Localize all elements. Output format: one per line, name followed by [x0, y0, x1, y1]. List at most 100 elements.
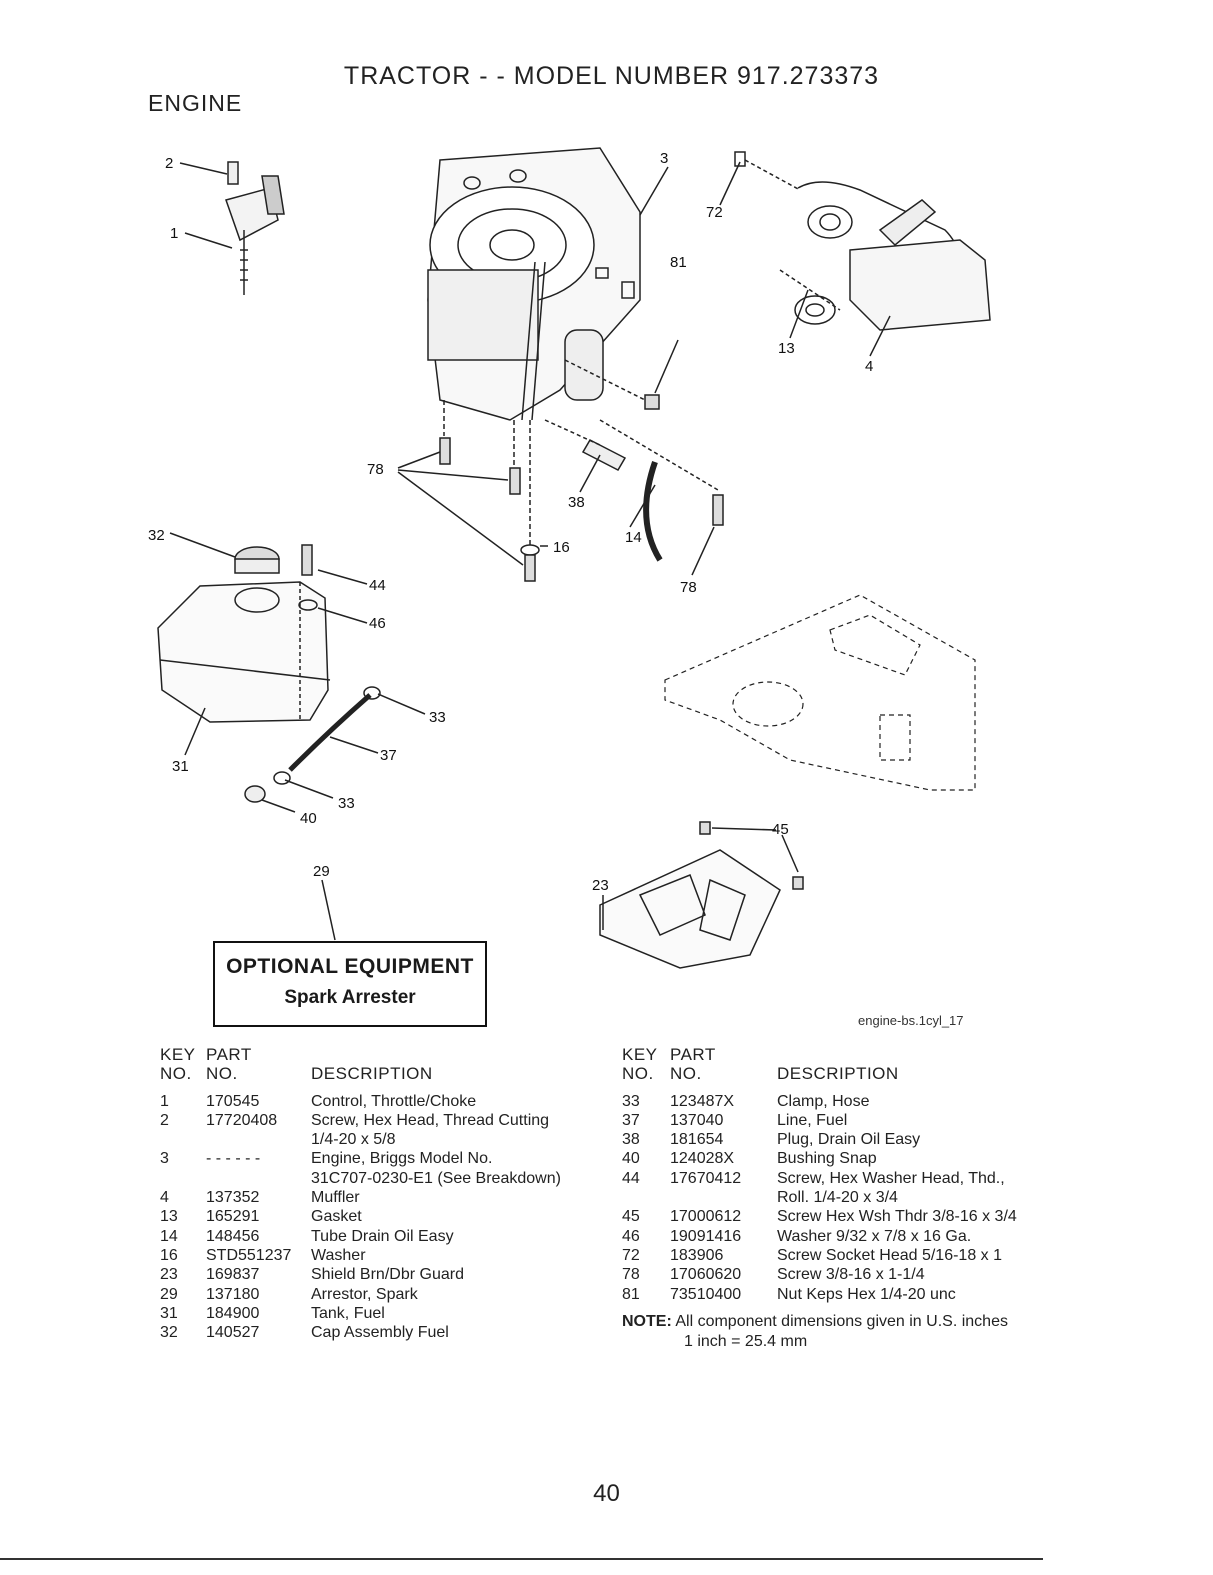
leader-1	[184, 232, 233, 249]
cell-part: 148456	[206, 1227, 260, 1245]
note-line-2: 1 inch = 25.4 mm	[684, 1333, 808, 1350]
leader-46	[317, 607, 368, 624]
leader-45a	[711, 827, 777, 831]
cell-desc: Nut Keps Hex 1/4-20 unc	[777, 1285, 956, 1303]
callout-29: 29	[313, 863, 330, 880]
cell-key: 38	[622, 1131, 640, 1149]
cell-desc: Screw, Hex Head, Thread Cutting	[311, 1111, 550, 1129]
leader-31	[184, 707, 206, 756]
cell-key: 13	[160, 1208, 178, 1226]
cell-key: 40	[622, 1150, 640, 1168]
cell-desc: 1/4-20 x 5/8	[311, 1131, 396, 1149]
leader-33a	[377, 693, 426, 715]
cell-desc: Bushing Snap	[777, 1150, 877, 1168]
leader-4	[869, 315, 891, 357]
leader-45b	[781, 834, 799, 873]
leader-2	[179, 162, 228, 175]
section-title: ENGINE	[148, 90, 243, 116]
leader-72	[719, 161, 741, 206]
cell-key: 72	[622, 1246, 640, 1264]
header-part-1: PART	[206, 1045, 252, 1064]
cell-desc: Tank, Fuel	[311, 1304, 385, 1322]
callout-40: 40	[300, 810, 317, 827]
cell-desc: Muffler	[311, 1189, 360, 1207]
callout-14: 14	[625, 529, 642, 546]
throttle-control-drawing	[225, 161, 285, 295]
cell-part	[206, 1130, 311, 1149]
cell-desc: Shield Brn/Dbr Guard	[311, 1266, 464, 1284]
header-key-2: NO.	[622, 1064, 654, 1084]
cell-desc: Screw Socket Head 5/16-18 x 1	[777, 1246, 1003, 1264]
fasteners-drawing	[439, 394, 724, 582]
cell-desc: Roll. 1/4-20 x 3/4	[777, 1189, 898, 1207]
leader-78d	[691, 526, 715, 576]
header-key-1: KEY	[622, 1045, 658, 1064]
cell-part: - - - - - -	[206, 1150, 261, 1168]
leader-44	[317, 569, 368, 585]
callout-78-left: 78	[367, 461, 384, 478]
table-row: 31C707-0230-E1 (See Breakdown)	[160, 1169, 561, 1188]
callout-3: 3	[660, 150, 668, 167]
cell-part	[206, 1169, 311, 1188]
leader-33b	[284, 779, 334, 799]
header-description: DESCRIPTION	[311, 1064, 433, 1084]
header-part-1: PART	[670, 1045, 716, 1064]
header-key-1: KEY	[160, 1045, 196, 1064]
leader-29	[321, 879, 336, 941]
cell-key: 29	[160, 1285, 178, 1303]
cell-part: 137180	[206, 1285, 260, 1303]
cell-part: 165291	[206, 1208, 260, 1226]
fuel-line-drawing	[244, 686, 381, 803]
muffler-drawing	[734, 151, 991, 331]
fuel-tank-drawing	[157, 544, 331, 723]
cell-part: 73510400	[670, 1285, 742, 1303]
leader-81	[654, 339, 679, 394]
cell-part: 181654	[670, 1131, 724, 1149]
cell-part: STD551237	[206, 1246, 292, 1264]
cell-key: 81	[622, 1285, 640, 1303]
callout-78-right: 78	[680, 579, 697, 596]
cell-desc: Control, Throttle/Choke	[311, 1092, 477, 1110]
cell-desc: Line, Fuel	[777, 1111, 848, 1129]
leader-38	[579, 454, 601, 493]
leader-78b	[397, 469, 509, 481]
cell-key: 78	[622, 1266, 640, 1284]
cell-key	[622, 1188, 670, 1207]
callout-33-lower: 33	[338, 795, 355, 812]
cell-key: 32	[160, 1324, 178, 1342]
cell-key: 14	[160, 1227, 178, 1245]
optional-equipment-box: OPTIONAL EQUIPMENT Spark Arrester	[213, 941, 487, 1027]
cell-part: 169837	[206, 1266, 260, 1284]
bottom-rule	[0, 1558, 1043, 1560]
page-number: 40	[593, 1480, 620, 1507]
frame-drawing	[664, 594, 976, 791]
cell-key: 37	[622, 1111, 640, 1129]
callout-2: 2	[165, 155, 173, 172]
leader-37	[329, 736, 379, 754]
cell-desc: Screw, Hex Washer Head, Thd.,	[777, 1169, 1005, 1187]
table-header-row: KEY PART	[622, 1045, 1017, 1064]
cell-part: 17000612	[670, 1208, 742, 1226]
table-row: 3- - - - - -Engine, Briggs Model No.	[160, 1149, 561, 1168]
cell-desc: Plug, Drain Oil Easy	[777, 1131, 921, 1149]
diagram-reference: engine-bs.1cyl_17	[858, 1013, 964, 1028]
cell-desc: Washer 9/32 x 7/8 x 16 Ga.	[777, 1227, 972, 1245]
cell-desc: Cap Assembly Fuel	[311, 1324, 449, 1342]
header-key-2: NO.	[160, 1064, 192, 1084]
parts-diagram: 2 1 3 72 81 13 4 78 38 14 16 78 32 44 46…	[148, 147, 991, 969]
leader-14	[629, 484, 656, 528]
cell-desc: Washer	[311, 1246, 366, 1264]
cell-key: 3	[160, 1150, 169, 1168]
cell-desc: Screw Hex Wsh Thdr 3/8-16 x 3/4	[777, 1208, 1017, 1226]
cell-key: 1	[160, 1092, 169, 1110]
leader-3	[639, 166, 669, 216]
